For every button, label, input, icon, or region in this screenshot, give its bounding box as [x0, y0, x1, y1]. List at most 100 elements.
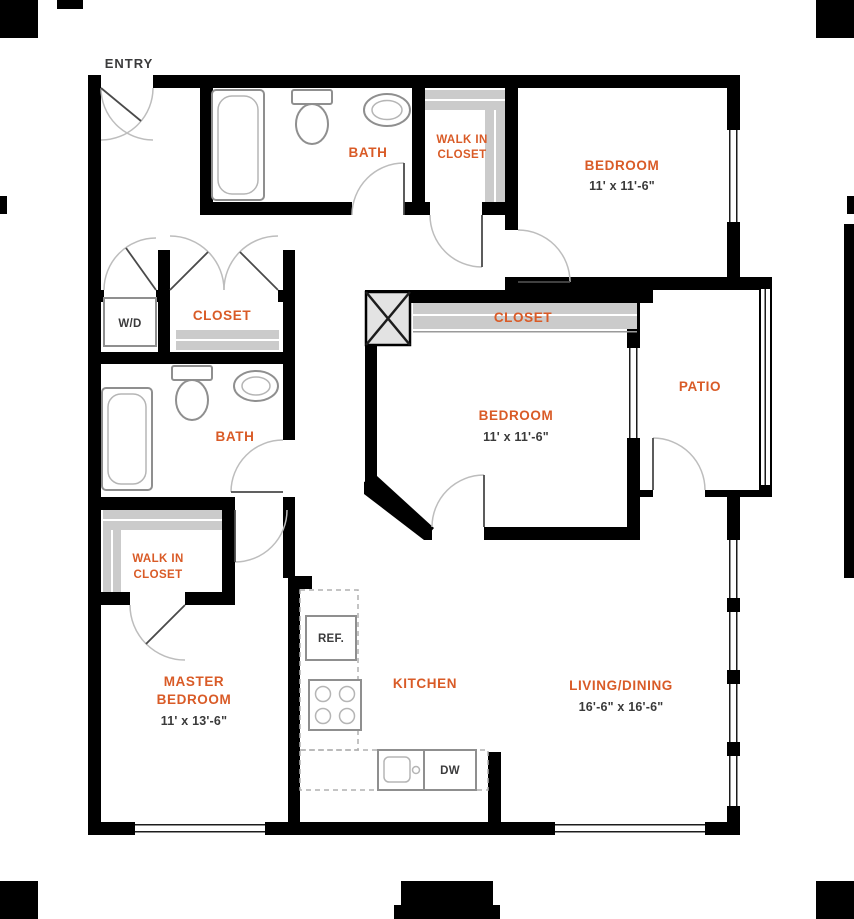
wall-seg — [88, 290, 104, 302]
closet-rod — [413, 331, 637, 333]
door-closet-hall-left — [169, 235, 225, 291]
label-walkin-upper-2: CLOSET — [437, 149, 486, 161]
shelving — [103, 90, 637, 592]
wall-seg — [222, 510, 235, 605]
wall-seg — [424, 527, 432, 540]
window-master-bottom — [135, 822, 265, 835]
label-bedroom-upper: BEDROOM — [585, 158, 660, 173]
window-living-bottom — [555, 822, 705, 835]
wall-seg — [288, 578, 300, 835]
windows — [135, 130, 770, 835]
label-refrigerator: REF. — [318, 633, 344, 645]
artifact-corner-bl — [0, 881, 38, 919]
artifact-left-tab — [0, 196, 7, 214]
door-master — [234, 509, 288, 563]
washer-dryer-unit — [103, 297, 157, 347]
wall-seg — [488, 752, 501, 835]
door-bedroom-middle — [431, 474, 485, 528]
wall-seg — [505, 277, 772, 290]
toilet-lower — [171, 365, 213, 421]
label-closet-middle: CLOSET — [494, 310, 553, 325]
label-walkin-upper-1: WALK IN — [436, 134, 487, 146]
bathtub-lower — [101, 387, 153, 491]
door-bath-lower — [230, 439, 284, 493]
wall-seg — [404, 202, 430, 215]
window-bedroom-patio — [627, 348, 640, 438]
wall-seg — [505, 88, 518, 230]
label-bath-lower: BATH — [216, 429, 255, 444]
artifact-top-tab — [57, 0, 83, 9]
door-walkin-master — [129, 604, 186, 661]
window-living-3 — [727, 684, 740, 742]
door-walkin-upper — [429, 214, 483, 268]
patio-rail-glazing — [761, 289, 770, 485]
mechanical-chase — [364, 290, 412, 347]
window-bedroom-upper — [727, 130, 740, 222]
wall-diagonal — [364, 476, 434, 540]
wall-seg — [412, 88, 425, 215]
label-master-2: BEDROOM — [157, 692, 232, 707]
wall-seg — [88, 352, 295, 364]
door-bath-upper — [351, 162, 405, 216]
artifact-right-strip — [844, 224, 854, 578]
fixtures — [101, 89, 489, 791]
artifact-corner-tr — [816, 0, 854, 38]
dishwasher-box — [423, 749, 477, 791]
artifact-right-tab — [847, 196, 854, 214]
artifact-corner-br — [816, 881, 854, 919]
door-patio — [652, 437, 706, 491]
wall-seg — [283, 250, 295, 440]
doors — [100, 87, 706, 661]
door-closet-hall-right — [223, 235, 279, 291]
label-walkin-master-1: WALK IN — [132, 553, 183, 565]
dims-living-dining: 16'-6" x 16'-6" — [579, 700, 664, 714]
label-kitchen: KITCHEN — [393, 676, 457, 691]
label-patio: PATIO — [679, 379, 721, 394]
wall-seg — [88, 75, 101, 88]
labels: ENTRY BATH WALK IN CLOSET BEDROOM 11' x … — [105, 56, 721, 777]
bathtub-upper — [211, 89, 265, 201]
artifact-bottom-tab-inner — [401, 881, 493, 907]
label-walkin-master-2: CLOSET — [133, 569, 182, 581]
label-dishwasher: DW — [440, 765, 460, 777]
window-living-1 — [727, 540, 740, 598]
dims-bedroom-middle: 11' x 11'-6" — [483, 430, 549, 444]
wall-seg — [283, 497, 295, 578]
dims-bedroom-upper: 11' x 11'-6" — [589, 179, 655, 193]
label-bedroom-middle: BEDROOM — [479, 408, 554, 423]
artifact-bottom-tab-outer — [394, 905, 500, 919]
wall-seg — [158, 250, 170, 290]
label-entry: ENTRY — [105, 56, 154, 71]
wall-seg — [640, 490, 653, 497]
door-laundry — [103, 237, 157, 291]
wall-seg — [365, 290, 653, 303]
window-living-4 — [727, 756, 740, 806]
sink-lower — [233, 370, 279, 402]
wall-seg — [484, 527, 640, 540]
wall-seg — [185, 592, 235, 605]
sink-upper — [363, 93, 411, 127]
wall-seg — [200, 202, 352, 215]
cooktop — [308, 679, 362, 731]
window-living-2 — [727, 612, 740, 670]
door-entry — [100, 87, 154, 141]
wall-seg — [482, 202, 518, 215]
dims-master: 11' x 13'-6" — [161, 714, 227, 728]
door-bedroom-upper — [517, 229, 571, 283]
label-closet-hall: CLOSET — [193, 308, 252, 323]
wall-seg — [705, 490, 772, 497]
kitchen-sink — [377, 749, 425, 791]
toilet-upper — [291, 89, 333, 145]
wall-seg — [153, 75, 740, 88]
wall-seg — [158, 302, 170, 352]
wall-seg — [156, 290, 170, 302]
label-laundry: W/D — [118, 318, 141, 330]
refrigerator-box — [305, 615, 357, 661]
wall-seg — [200, 88, 213, 215]
wall-seg — [88, 592, 130, 605]
wall-seg — [88, 497, 235, 510]
label-bath-upper: BATH — [349, 145, 388, 160]
